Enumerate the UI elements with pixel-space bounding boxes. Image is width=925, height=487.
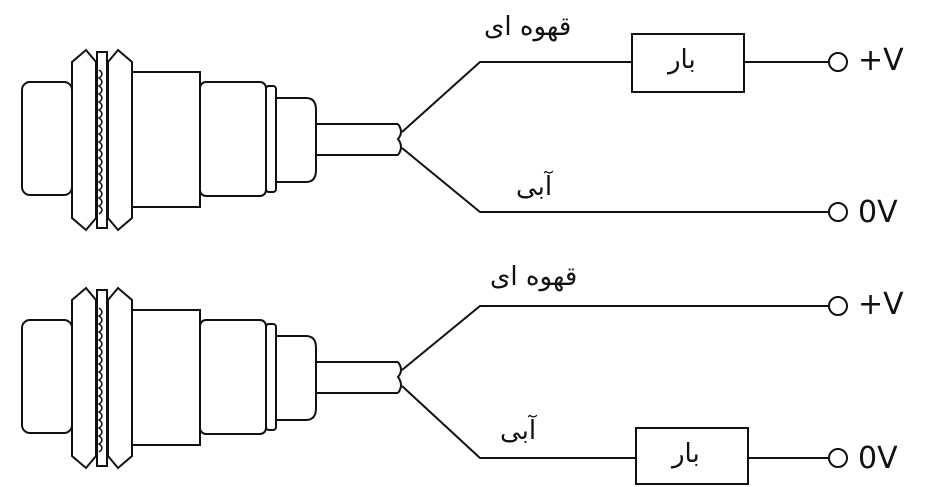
proximity-sensor-icon bbox=[21, 48, 402, 232]
terminal-plus-v-label: +V bbox=[858, 43, 904, 78]
terminal-circle-icon bbox=[828, 296, 848, 316]
load-box-1 bbox=[631, 33, 745, 93]
brown-wire-1 bbox=[401, 61, 632, 133]
load-label: بار bbox=[672, 439, 700, 469]
load-label: بار bbox=[668, 45, 696, 75]
terminal-plus-v-label: +V bbox=[858, 287, 904, 322]
terminal-circle-icon bbox=[828, 448, 848, 468]
blue-wire-label: آبی bbox=[500, 416, 537, 446]
proximity-sensor-icon bbox=[21, 286, 402, 470]
terminal-circle-icon bbox=[828, 52, 848, 72]
blue-wire-1 bbox=[401, 147, 828, 213]
load-box-2 bbox=[635, 427, 749, 485]
terminal-zero-v-label: 0V bbox=[858, 441, 898, 476]
brown-wire-label: قهوه ای bbox=[484, 12, 572, 42]
terminal-circle-icon bbox=[828, 202, 848, 222]
brown-wire-label: قهوه ای bbox=[490, 262, 578, 292]
blue-wire-2 bbox=[401, 385, 636, 459]
blue-wire-label: آبی bbox=[516, 172, 553, 202]
brown-wire-2 bbox=[401, 305, 828, 371]
terminal-zero-v-label: 0V bbox=[858, 195, 898, 230]
